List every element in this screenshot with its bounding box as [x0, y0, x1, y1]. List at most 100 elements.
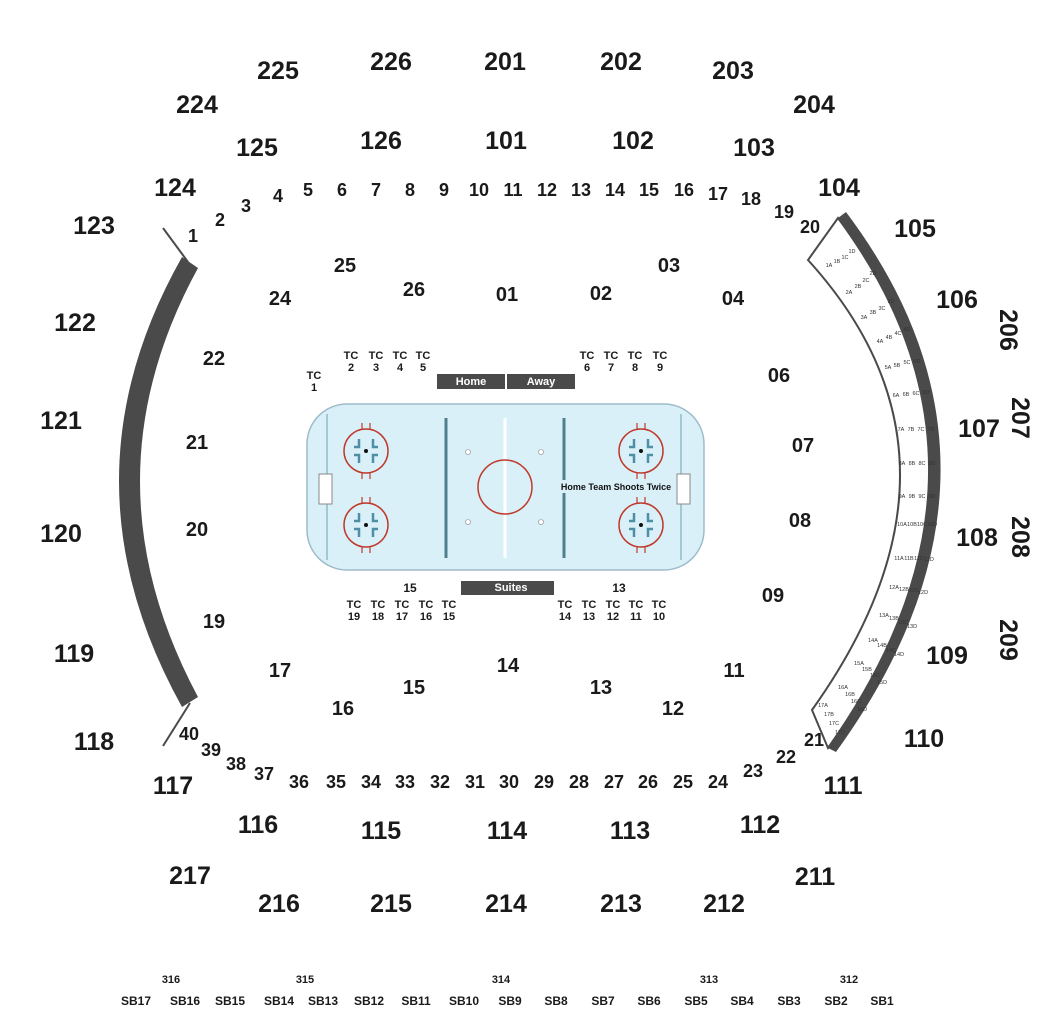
- box-seat-16C[interactable]: 16C: [851, 699, 861, 705]
- box-seat-16D[interactable]: 16D: [857, 707, 867, 713]
- suite-box-SB10[interactable]: SB10: [449, 994, 479, 1008]
- suites-bar[interactable]: Suites: [461, 581, 554, 595]
- suite-box-SB3[interactable]: SB3: [777, 994, 801, 1008]
- box-seat-13B[interactable]: 13B: [889, 616, 899, 622]
- section-inner-12[interactable]: 12: [662, 698, 684, 720]
- box-seat-11B[interactable]: 11B: [904, 556, 914, 562]
- box-seat-11D[interactable]: 11D: [924, 557, 934, 563]
- section-level3-312[interactable]: 312: [840, 974, 858, 986]
- suite-box-SB17[interactable]: SB17: [121, 994, 151, 1008]
- suite-box-SB2[interactable]: SB2: [824, 994, 848, 1008]
- section-upper-225[interactable]: 225: [257, 57, 299, 85]
- suite-box-SB5[interactable]: SB5: [684, 994, 708, 1008]
- section-ring-11[interactable]: 11: [503, 180, 522, 200]
- section-upper-211[interactable]: 211: [795, 863, 835, 891]
- box-seat-1D[interactable]: 1D: [848, 249, 855, 255]
- box-seat-8A[interactable]: 8A: [899, 461, 906, 467]
- section-level3-314[interactable]: 314: [492, 974, 511, 986]
- section-ring-19[interactable]: 19: [774, 202, 794, 222]
- section-inner-07[interactable]: 07: [792, 435, 814, 457]
- section-lower-117[interactable]: 117: [153, 772, 193, 800]
- box-seat-6C[interactable]: 6C: [912, 391, 919, 397]
- section-inner-22[interactable]: 22: [203, 348, 225, 370]
- box-seat-5C[interactable]: 5C: [903, 360, 910, 366]
- section-ring-33[interactable]: 33: [395, 772, 415, 792]
- box-seat-10B[interactable]: 10B: [907, 522, 917, 528]
- section-inner-13[interactable]: 13: [590, 677, 612, 699]
- box-seat-17D[interactable]: 17D: [835, 730, 845, 736]
- box-seat-2C[interactable]: 2C: [862, 278, 869, 284]
- section-upper-208[interactable]: 208: [1006, 516, 1034, 558]
- section-inner-17[interactable]: 17: [269, 660, 291, 682]
- box-seat-8C[interactable]: 8C: [918, 461, 925, 467]
- box-seat-7B[interactable]: 7B: [908, 427, 915, 433]
- section-lower-120[interactable]: 120: [40, 520, 82, 548]
- suite-box-SB7[interactable]: SB7: [591, 994, 615, 1008]
- box-seat-9B[interactable]: 9B: [909, 494, 916, 500]
- box-seat-11C[interactable]: 11C: [914, 556, 924, 562]
- box-seat-1A[interactable]: 1A: [826, 263, 833, 269]
- section-ring-39[interactable]: 39: [201, 740, 221, 760]
- section-ring-17[interactable]: 17: [708, 184, 728, 204]
- box-seat-17B[interactable]: 17B: [824, 712, 834, 718]
- section-ring-25[interactable]: 25: [673, 772, 693, 792]
- box-seat-14C[interactable]: 14C: [886, 648, 896, 654]
- section-upper-215[interactable]: 215: [370, 890, 412, 918]
- section-lower-115[interactable]: 115: [361, 817, 401, 845]
- suite-box-SB16[interactable]: SB16: [170, 994, 200, 1008]
- section-ring-16[interactable]: 16: [674, 180, 694, 200]
- away-bench[interactable]: Away: [507, 374, 575, 389]
- box-seat-10D[interactable]: 10D: [927, 522, 937, 528]
- section-ring-35[interactable]: 35: [326, 772, 346, 792]
- section-small-13[interactable]: 13: [612, 581, 626, 595]
- box-seat-15B[interactable]: 15B: [862, 667, 872, 673]
- box-seat-10C[interactable]: 10C: [917, 522, 927, 528]
- home-bench[interactable]: Home: [437, 374, 505, 389]
- section-upper-207[interactable]: 207: [1006, 397, 1034, 439]
- box-seat-17A[interactable]: 17A: [818, 703, 828, 709]
- section-lower-112[interactable]: 112: [740, 811, 780, 839]
- section-inner-09[interactable]: 09: [762, 585, 784, 607]
- box-seat-14A[interactable]: 14A: [868, 638, 878, 644]
- box-seat-8B[interactable]: 8B: [909, 461, 916, 467]
- box-seat-6A[interactable]: 6A: [893, 393, 900, 399]
- box-seat-12C[interactable]: 12C: [909, 588, 919, 594]
- section-ring-37[interactable]: 37: [254, 764, 274, 784]
- box-seat-5A[interactable]: 5A: [885, 365, 892, 371]
- section-ring-3[interactable]: 3: [241, 196, 251, 216]
- section-ring-38[interactable]: 38: [226, 754, 246, 774]
- box-seat-12B[interactable]: 12B: [899, 587, 909, 593]
- section-ring-4[interactable]: 4: [273, 186, 283, 206]
- suite-box-SB11[interactable]: SB11: [401, 994, 431, 1008]
- box-seat-2D[interactable]: 2D: [869, 271, 876, 277]
- box-seat-3A[interactable]: 3A: [861, 315, 868, 321]
- section-inner-03[interactable]: 03: [658, 255, 680, 277]
- section-ring-28[interactable]: 28: [569, 772, 589, 792]
- section-lower-125[interactable]: 125: [236, 134, 278, 162]
- box-seat-3D[interactable]: 3D: [887, 299, 894, 305]
- box-seat-1C[interactable]: 1C: [841, 255, 848, 261]
- section-upper-204[interactable]: 204: [793, 91, 835, 119]
- box-seat-1B[interactable]: 1B: [834, 259, 841, 265]
- box-seat-12D[interactable]: 12D: [918, 590, 928, 596]
- box-seat-9C[interactable]: 9C: [918, 494, 925, 500]
- box-seat-2B[interactable]: 2B: [855, 284, 862, 290]
- box-seat-4B[interactable]: 4B: [886, 335, 893, 341]
- section-ring-1[interactable]: 1: [188, 226, 198, 246]
- section-lower-114[interactable]: 114: [487, 817, 527, 845]
- section-ring-14[interactable]: 14: [605, 180, 625, 200]
- section-inner-21[interactable]: 21: [186, 432, 208, 454]
- section-ring-30[interactable]: 30: [499, 772, 519, 792]
- section-upper-216[interactable]: 216: [258, 890, 300, 918]
- section-small-15[interactable]: 15: [403, 581, 417, 595]
- box-seat-15D[interactable]: 15D: [877, 680, 887, 686]
- suite-box-SB4[interactable]: SB4: [730, 994, 754, 1008]
- box-seat-7C[interactable]: 7C: [917, 427, 924, 433]
